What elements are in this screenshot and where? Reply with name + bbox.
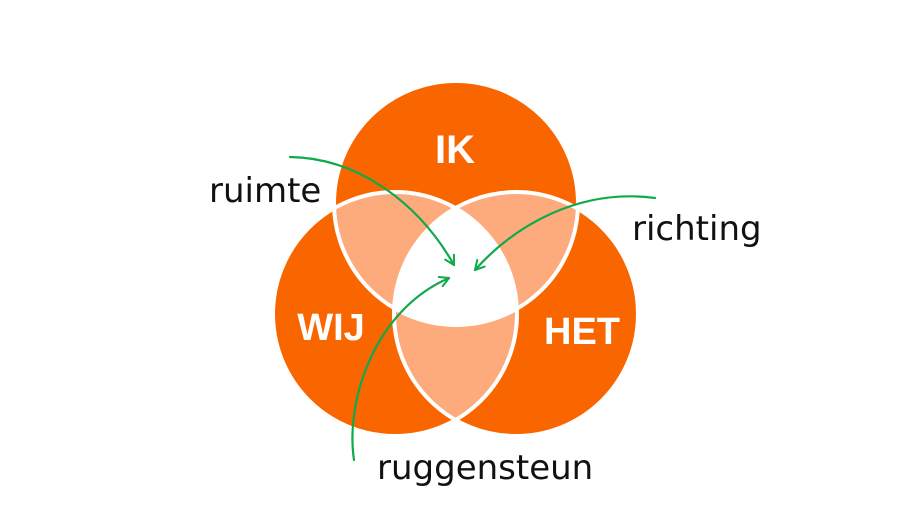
annotation-ruggensteun: ruggensteun <box>377 448 593 488</box>
arrows <box>288 155 657 462</box>
label-ik: IK <box>435 128 475 172</box>
annotation-ruimte: ruimte <box>209 171 321 211</box>
arrow-ruggensteun <box>351 275 451 462</box>
label-wij: WIJ <box>297 307 365 349</box>
label-het: HET <box>544 311 620 353</box>
arrow-richting <box>473 195 657 272</box>
arrow-ruimte <box>288 155 456 267</box>
annotation-richting: richting <box>632 209 762 249</box>
